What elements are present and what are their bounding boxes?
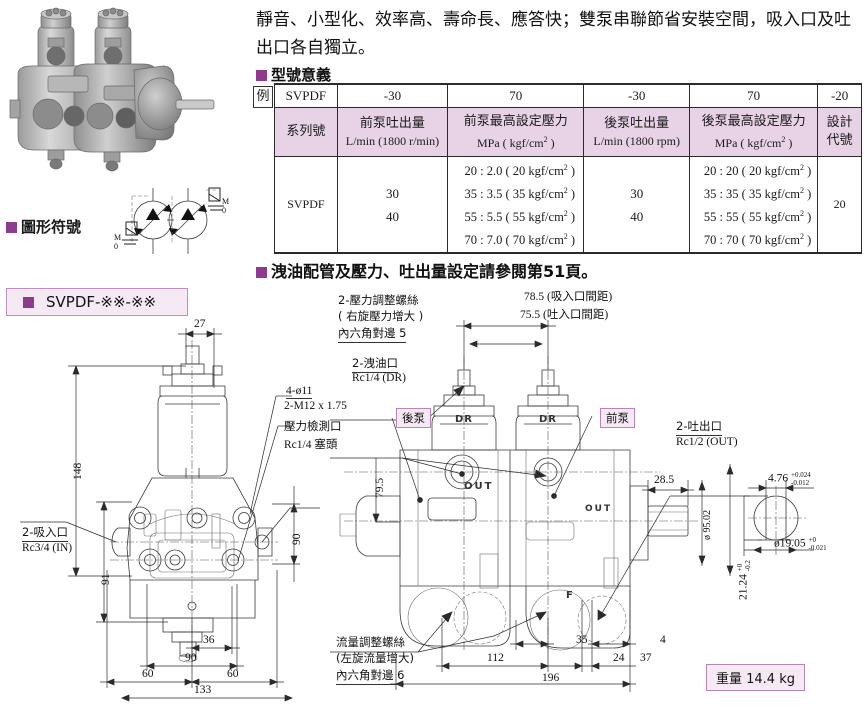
dim-4: 4: [660, 634, 666, 646]
header-rear-pressure: 後泵最高設定壓力 MPa ( kgf/cm2 ): [688, 107, 819, 157]
dim-9502: ø 95.02: [702, 510, 713, 540]
model-code-table: SVPDF -30 70 -30 70 -20 系列號 前泵吐出量 L/min …: [274, 83, 862, 254]
cell-front-press-code: 70: [447, 83, 585, 108]
drain-note-text: 洩油配管及壓力、吐出量設定請參閱第51頁。: [271, 262, 598, 281]
model-section-title: 型號意義: [256, 64, 331, 85]
intro-paragraph: 靜音、小型化、效率高、壽命長、應答快；雙泵串聯節省安裝空間，吸入口及吐出口各自獨…: [256, 10, 851, 58]
header-series: 系列號: [274, 107, 338, 157]
dim-133: 133: [194, 684, 212, 696]
dim-196: 196: [542, 672, 560, 684]
cell-front-flow-code: -30: [336, 83, 449, 108]
label-out-spec: Rc1/2 (OUT): [676, 436, 738, 448]
label-drain-port: 2-洩油口: [352, 355, 398, 373]
symbol-section-title: 圖形符號: [6, 216, 81, 237]
cell-rear-flow-code: -30: [583, 83, 690, 108]
dim-2124: 21.24 +0 -0.2: [736, 560, 752, 600]
label-pressure-adjust-note: ( 右旋壓力增大 ): [338, 309, 424, 323]
tag-rear-pump: 後泵: [396, 408, 431, 428]
cell-series-code: SVPDF: [274, 83, 338, 108]
table-row-code: SVPDF -30 70 -30 70 -20: [274, 83, 862, 108]
table-row-values: SVPDF 30 40 20 : 2.0 ( 20 kgf/cm2 ) 35 :…: [274, 156, 862, 254]
dim-91: 91: [100, 573, 112, 586]
tol-476: +0.024 -0.012: [791, 471, 811, 487]
label-out-port: 2-吐出口: [676, 418, 722, 436]
drain-note: 洩油配管及壓力、吐出量設定請參閱第51頁。: [256, 258, 597, 282]
model-chip-text: SVPDF-※※-※※: [46, 293, 157, 311]
dim-785: 78.5 (吸入口間距): [524, 291, 613, 303]
cell-rear-press-code: 70: [688, 83, 819, 108]
model-code-chip: SVPDF-※※-※※: [6, 288, 188, 316]
cell-front-flow-values: 30 40: [336, 156, 449, 254]
label-flow-adjust-screw: 流量調整螺絲: [336, 635, 405, 649]
port-text-out-rear: OUT: [464, 481, 494, 492]
header-rear-flow: 後泵吐出量 L/min (1800 rpm): [583, 107, 690, 157]
symbol-mark-m-right: M: [222, 197, 229, 206]
dim-1905: ø19.05 +0 -0.021: [774, 536, 827, 552]
dim-112: 112: [487, 652, 504, 664]
tag-front-pump: 前泵: [600, 408, 635, 428]
product-photo: [8, 4, 243, 179]
purple-bullet-icon: [23, 297, 34, 308]
cell-design-code: -20: [817, 83, 862, 108]
label-holes-4x11: 4-ø11: [286, 385, 313, 399]
cell-rear-pressure-values: 20 : 20 ( 20 kgf/cm2 ) 35 : 35 ( 35 kgf/…: [688, 156, 819, 254]
dim-285: 28.5: [654, 474, 675, 486]
drawing-right-keyway-detail: [718, 460, 868, 605]
model-section-title-text: 型號意義: [271, 66, 332, 84]
table-row-header: 系列號 前泵吐出量 L/min (1800 r/min) 前泵最高設定壓力 MP…: [274, 107, 862, 157]
header-design-code: 設計 代號: [817, 107, 862, 157]
label-pressure-adjust-hex: 內六角對邊 5: [338, 325, 407, 343]
dim-36: 36: [203, 634, 215, 646]
example-label-box: 例: [253, 86, 273, 108]
dim-90-horizontal: 90: [185, 652, 197, 664]
label-pressure-port: 壓力檢測口: [284, 419, 342, 433]
label-suction-port: 2-吸入口: [22, 524, 68, 542]
port-text-dr-front: DR: [539, 414, 558, 425]
symbol-mark-m-left: M: [114, 233, 121, 242]
label-pressure-adjust-screw: 2-壓力調整螺絲: [338, 293, 419, 307]
symbol-mark-0-left: 0: [114, 242, 118, 251]
label-flow-adjust-hex: 內六角對邊 6: [336, 667, 405, 685]
label-pressure-plug: Rc1/4 塞頭: [284, 439, 338, 451]
weight-chip: 重量 14.4 kg: [706, 664, 805, 691]
port-text-out-front: OUT: [585, 504, 613, 514]
symbol-title-text: 圖形符號: [21, 218, 82, 236]
dim-27: 27: [194, 318, 206, 330]
cell-series-name: SVPDF: [274, 156, 338, 254]
tol-1905: +0 -0.021: [808, 536, 827, 552]
port-text-dr-rear: DR: [455, 414, 474, 425]
symbol-mark-0-right: 0: [222, 206, 226, 215]
purple-bullet-icon: [256, 70, 267, 81]
dim-60-right: 60: [227, 668, 239, 680]
port-text-f: F: [566, 590, 573, 601]
purple-bullet-icon: [256, 267, 267, 278]
hydraulic-symbol-diagram: M 0 M 0: [108, 182, 238, 262]
label-suction-spec: Rc3/4 (IN): [22, 542, 73, 554]
drawing-center-view: [330, 300, 750, 702]
header-front-flow: 前泵吐出量 L/min (1800 r/min): [336, 107, 449, 157]
cell-rear-flow-values: 30 40: [583, 156, 690, 254]
dim-476: 4.76 +0.024 -0.012: [768, 471, 811, 487]
dim-755: 75.5 (吐入口間距): [520, 309, 609, 321]
dim-37: 37: [640, 652, 652, 664]
cell-design-code-value: 20: [817, 156, 862, 254]
label-drain-spec: Rc1/4 (DR): [352, 372, 406, 384]
dim-24: 24: [613, 652, 625, 664]
dim-60-left: 60: [142, 668, 154, 680]
cell-front-pressure-values: 20 : 2.0 ( 20 kgf/cm2 ) 35 : 3.5 ( 35 kg…: [447, 156, 585, 254]
dim-795: 79.5: [374, 477, 386, 498]
dim-148: 148: [72, 462, 84, 480]
tol-2124: +0 -0.2: [736, 560, 752, 572]
dim-90-vertical: 90: [291, 533, 303, 546]
model-chip-row: SVPDF-※※-※※: [15, 293, 156, 311]
purple-bullet-icon: [6, 222, 17, 233]
label-flow-adjust-note: (左旋流量增大): [336, 651, 414, 665]
dim-35: 35: [576, 634, 588, 646]
label-thread-m12: 2-M12 x 1.75: [284, 400, 347, 412]
header-front-pressure: 前泵最高設定壓力 MPa ( kgf/cm2 ): [447, 107, 585, 157]
drawing-left-view: [0, 318, 330, 702]
